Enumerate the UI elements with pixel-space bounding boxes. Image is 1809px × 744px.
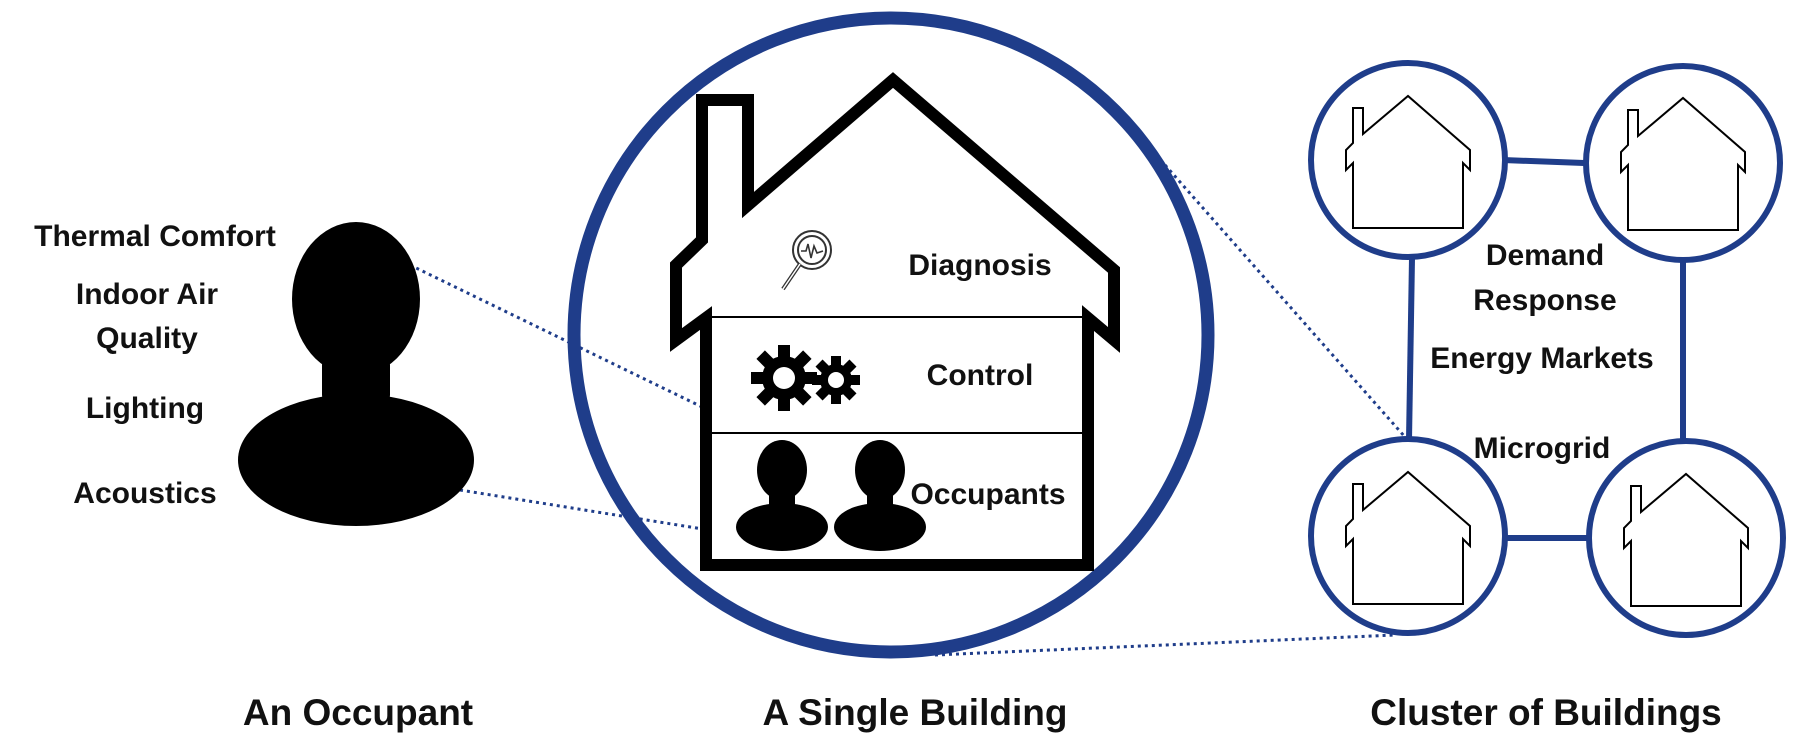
connector-lines	[409, 164, 1407, 657]
caption-occupant: An Occupant	[243, 692, 473, 733]
gears-icon	[751, 345, 860, 411]
caption-building: A Single Building	[763, 692, 1068, 733]
building-zoom-circle	[567, 11, 1215, 659]
cluster-links	[1406, 157, 1686, 541]
layer-occupants: Occupants	[910, 478, 1065, 511]
service-response: Response	[1473, 284, 1616, 317]
cluster-building-top-left	[1308, 60, 1508, 260]
occupant-section: Thermal Comfort Indoor Air Quality Light…	[34, 220, 474, 733]
cluster-section: Demand Response Energy Markets Microgrid…	[1308, 60, 1786, 733]
cluster-building-top-right	[1583, 63, 1783, 263]
factor-quality: Quality	[96, 322, 198, 355]
magnifier-icon	[781, 230, 832, 291]
connector-body-to-occupants	[459, 488, 741, 537]
cluster-building-bottom-right	[1586, 438, 1786, 638]
factor-lighting: Lighting	[86, 392, 204, 425]
service-microgrid: Microgrid	[1474, 432, 1611, 465]
factor-indoor-air: Indoor Air	[76, 278, 219, 311]
cluster-building-bottom-left	[1308, 436, 1508, 636]
person-silhouette-icon	[238, 222, 474, 526]
layer-diagnosis: Diagnosis	[908, 249, 1051, 282]
people-icon	[736, 440, 926, 551]
layer-control: Control	[927, 359, 1034, 392]
service-energy-markets: Energy Markets	[1430, 342, 1653, 375]
caption-cluster: Cluster of Buildings	[1370, 692, 1722, 733]
connector-building-to-cluster-top	[1163, 164, 1407, 438]
factor-acoustics: Acoustics	[73, 477, 216, 510]
service-demand: Demand	[1486, 239, 1604, 272]
building-section: Diagnosis Control Occupants A Single Bui…	[567, 11, 1215, 733]
factor-thermal-comfort: Thermal Comfort	[34, 220, 276, 253]
